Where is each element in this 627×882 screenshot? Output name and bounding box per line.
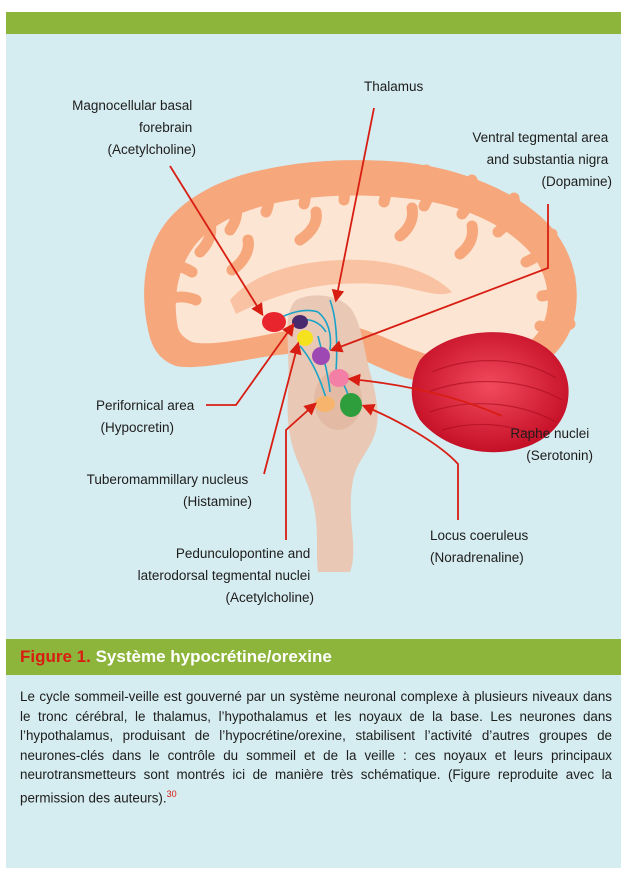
- brain-diagram: Magnocellular basal forebrain (Acetylcho…: [6, 34, 621, 639]
- locus-coeruleus-nucleus: [340, 393, 362, 417]
- description-paragraph: Le cycle sommeil-veille est gouverné par…: [20, 687, 612, 808]
- label-magnocellular-line-3: (Acetylcholine): [107, 142, 196, 157]
- label-raphe-line-1: Raphe nuclei: [510, 426, 589, 441]
- label-perifornical: Perifornical area (Hypocretin): [96, 398, 198, 435]
- label-locus-line-2: (Noradrenaline): [430, 550, 524, 565]
- description-box: Le cycle sommeil-veille est gouverné par…: [6, 675, 621, 868]
- label-tuberomammillary-line-1: Tuberomammillary nucleus: [87, 472, 249, 487]
- pedunculopontine-nucleus: [315, 396, 335, 412]
- figure-area: Magnocellular basal forebrain (Acetylcho…: [6, 34, 621, 639]
- label-perifornical-line-2: (Hypocretin): [100, 420, 174, 435]
- label-magnocellular-line-2: forebrain: [139, 120, 192, 135]
- ventral-tegmental-nucleus: [312, 347, 330, 365]
- figure-title: Système hypocrétine/orexine: [96, 647, 332, 666]
- label-magnocellular-line-1: Magnocellular basal: [72, 98, 192, 113]
- label-locus-line-1: Locus coeruleus: [430, 528, 529, 543]
- top-accent-bar: [6, 12, 621, 34]
- label-pedunculo-line-1: Pedunculopontine and: [176, 546, 310, 561]
- label-ventral: Ventral tegmental area and substantia ni…: [472, 130, 612, 189]
- figure-number: Figure 1.: [20, 647, 91, 666]
- caption-bar: Figure 1. Système hypocrétine/orexine: [6, 639, 621, 675]
- label-pedunculo-line-2: laterodorsal tegmental nuclei: [138, 568, 311, 583]
- figure-caption: Figure 1. Système hypocrétine/orexine: [20, 647, 332, 667]
- label-perifornical-line-1: Perifornical area: [96, 398, 195, 413]
- label-pedunculo-line-3: (Acetylcholine): [225, 590, 314, 605]
- label-tuberomammillary-line-2: (Histamine): [183, 494, 252, 509]
- label-pedunculo: Pedunculopontine and laterodorsal tegmen…: [138, 546, 314, 605]
- label-magnocellular: Magnocellular basal forebrain (Acetylcho…: [72, 98, 196, 157]
- description-text: Le cycle sommeil-veille est gouverné par…: [20, 689, 612, 805]
- label-ventral-line-3: (Dopamine): [541, 174, 612, 189]
- perifornical-nucleus: [292, 315, 308, 329]
- label-thalamus: Thalamus: [364, 79, 424, 94]
- label-ventral-line-2: and substantia nigra: [487, 152, 609, 167]
- label-thalamus-line-1: Thalamus: [364, 79, 424, 94]
- tuberomammillary-nucleus: [297, 330, 313, 346]
- reference-number: 30: [167, 789, 177, 799]
- label-ventral-line-1: Ventral tegmental area: [472, 130, 608, 145]
- label-raphe-line-2: (Serotonin): [526, 448, 593, 463]
- label-tuberomammillary: Tuberomammillary nucleus (Histamine): [87, 472, 252, 509]
- label-locus: Locus coeruleus (Noradrenaline): [430, 528, 532, 565]
- magnocellular-nucleus: [262, 312, 286, 332]
- raphe-nucleus: [329, 369, 349, 387]
